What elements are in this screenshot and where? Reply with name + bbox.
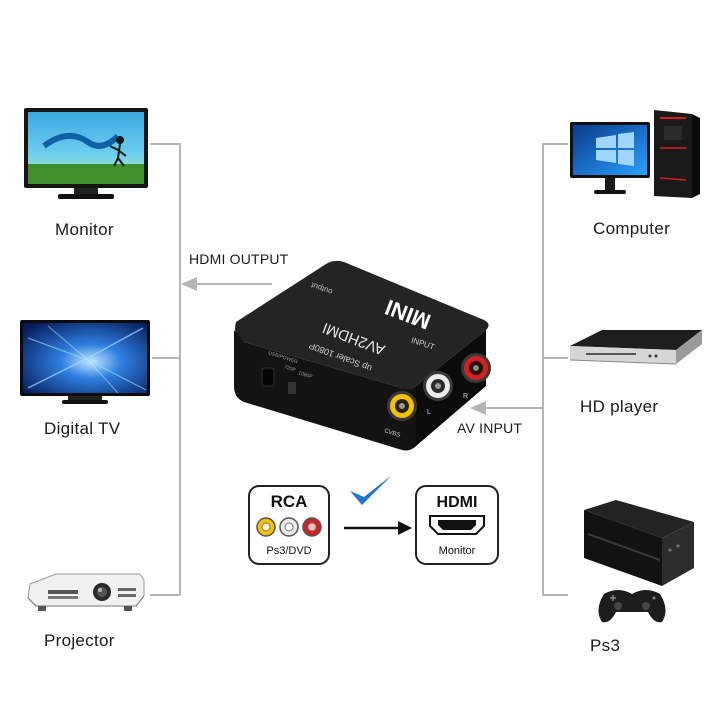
rca-port-red bbox=[461, 353, 491, 383]
rca-badge-caption: Ps3/DVD bbox=[266, 545, 311, 557]
digital-tv-image bbox=[20, 320, 150, 404]
monitor-label: Monitor bbox=[55, 220, 114, 239]
usb-port bbox=[261, 367, 275, 387]
av-input-label: AV INPUT bbox=[457, 420, 523, 436]
computer-label: Computer bbox=[593, 219, 671, 238]
rca-port-yellow bbox=[387, 391, 417, 421]
monitor-image bbox=[24, 108, 148, 199]
port-l-label: L bbox=[427, 409, 431, 416]
device-switch-a-label: 720P bbox=[283, 364, 297, 374]
input-arrow-head bbox=[470, 401, 486, 415]
converter-device: MINI AV2HDMI up Scaler 1080P output INPU… bbox=[234, 260, 491, 451]
check-icon bbox=[350, 475, 392, 505]
port-r-label: R bbox=[463, 393, 468, 400]
hd-player-label: HD player bbox=[580, 397, 659, 416]
conversion-arrow-icon bbox=[344, 521, 412, 535]
rca-badge: RCA Ps3/DVD bbox=[248, 485, 330, 565]
computer-image bbox=[570, 110, 700, 198]
hdmi-badge-caption: Monitor bbox=[439, 545, 476, 557]
hd-player-image bbox=[569, 330, 702, 365]
hdmi-badge-title: HDMI bbox=[437, 494, 478, 511]
ps3-image bbox=[584, 500, 694, 623]
hdmi-badge: HDMI Monitor bbox=[415, 485, 499, 565]
ps3-label: Ps3 bbox=[590, 636, 621, 655]
device-switch-b-label: 1080P bbox=[297, 370, 313, 380]
hdmi-output-label: HDMI OUTPUT bbox=[189, 251, 289, 267]
port-cvbs-label: CVBS bbox=[383, 428, 400, 439]
output-arrow-head bbox=[181, 277, 197, 291]
left-bracket-line bbox=[150, 143, 181, 596]
rca-port-white bbox=[423, 371, 453, 401]
rca-badge-title: RCA bbox=[271, 492, 308, 511]
resolution-switch bbox=[288, 382, 296, 394]
digital-tv-label: Digital TV bbox=[44, 419, 121, 438]
right-bracket-line bbox=[542, 143, 568, 596]
projector-image bbox=[27, 573, 145, 611]
projector-label: Projector bbox=[44, 631, 115, 650]
